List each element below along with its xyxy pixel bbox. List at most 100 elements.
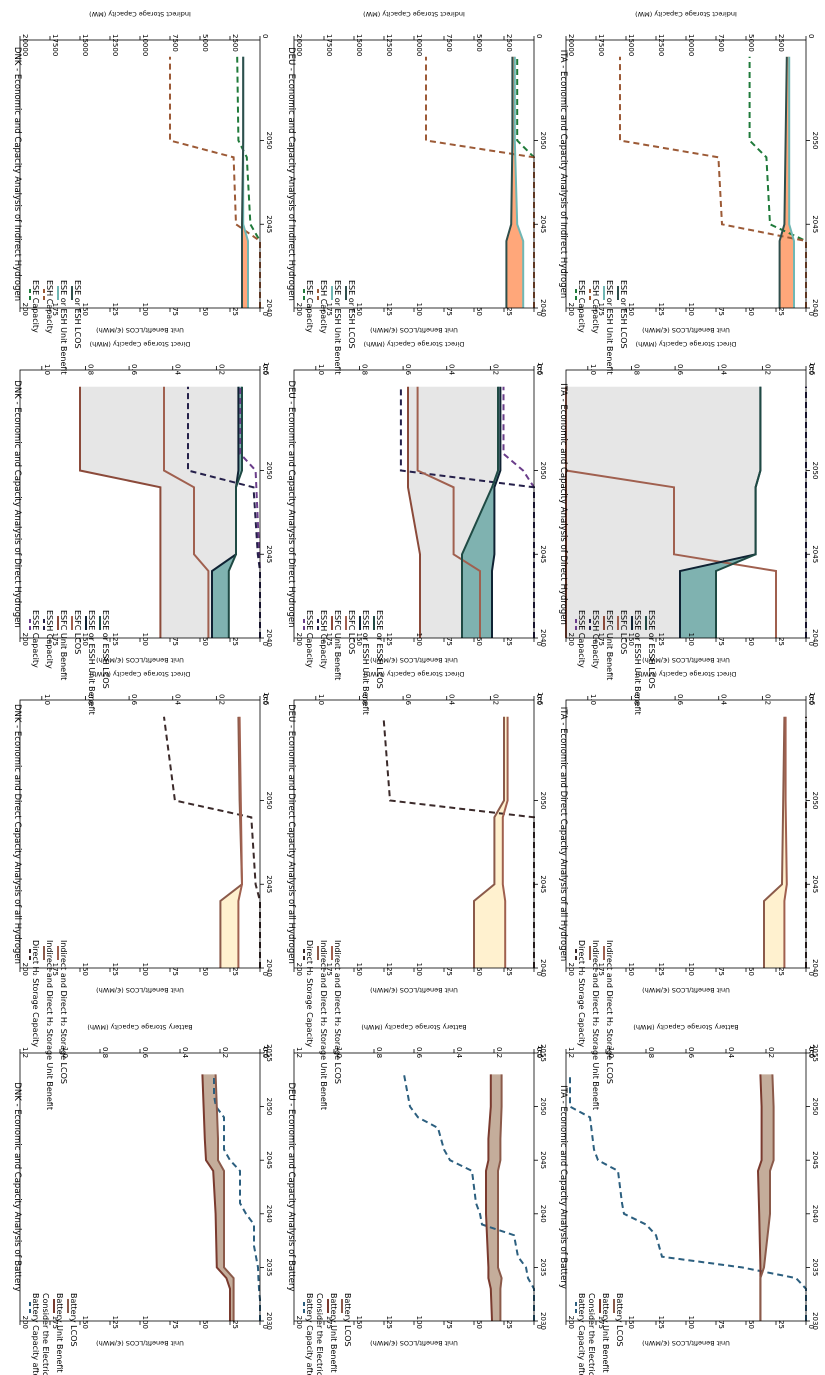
- y-tick-label: 25: [505, 1320, 513, 1329]
- y2-tick-label: 0.6: [141, 1047, 149, 1059]
- y2-offset-text: 1e6: [262, 362, 270, 376]
- x-tick-label: 2045: [265, 215, 273, 233]
- y-tick-label: 175: [597, 1316, 605, 1329]
- series-line-2: [237, 716, 244, 968]
- y2-offset-text: 1e6: [808, 362, 816, 376]
- legend-label: ESE or ESH Unit Benefit: [59, 280, 68, 375]
- axes-frame: [565, 39, 807, 309]
- x-tick-label: 2040: [539, 1205, 547, 1223]
- fill-area: [212, 386, 242, 638]
- y2-tick-label: 0.6: [130, 694, 138, 706]
- y2-tick-label: 1.0: [61, 1047, 69, 1058]
- x-tick-label: 2030: [539, 1312, 547, 1330]
- y-tick-label: 150: [81, 1316, 89, 1329]
- y-tick-label: 100: [141, 963, 149, 976]
- legend-label: ESE or ESH Unit Benefit: [605, 280, 614, 375]
- y-tick-label: 200: [567, 963, 575, 976]
- y2-tick-label: 0.6: [415, 1047, 423, 1059]
- fill-area: [506, 56, 524, 308]
- y2-axis-label: Battery Storage Capacity (MWh): [361, 1023, 466, 1031]
- series-line-0: [748, 56, 807, 308]
- y-tick-label: 75: [717, 637, 725, 646]
- y-tick-label: 175: [51, 963, 59, 976]
- y2-tick-label: 7500: [171, 34, 179, 52]
- legend-label: ESSH Capacity: [591, 610, 600, 669]
- y-tick-label: 125: [111, 963, 119, 976]
- y-tick-label: 100: [687, 963, 695, 976]
- y-tick-label: 175: [325, 633, 333, 646]
- series-line-2: [497, 1074, 503, 1321]
- y2-tick-label: 0.0: [535, 1047, 543, 1058]
- fill-area: [779, 56, 794, 308]
- y-tick-label: 125: [657, 303, 665, 316]
- y2-tick-label: 0.4: [174, 694, 182, 706]
- y-tick-label: 125: [657, 963, 665, 976]
- x-tick-label: 2045: [539, 545, 547, 563]
- x-tick-label: 2055: [265, 1044, 273, 1062]
- y-tick-label: 25: [231, 637, 239, 646]
- y-tick-label: 200: [295, 633, 303, 646]
- y-axis-label: Unit Benefit/LCOS (€/MWh): [642, 986, 730, 994]
- y-tick-label: 0: [535, 972, 543, 976]
- y2-offset-text: 1e6: [808, 692, 816, 706]
- y2-tick-label: 0: [261, 34, 269, 38]
- legend-label: ESE Capacity: [31, 280, 40, 333]
- x-tick-label: 2040: [811, 1205, 819, 1223]
- y-tick-label: 50: [475, 307, 483, 316]
- fill-area: [474, 716, 508, 968]
- y-tick-label: 125: [385, 633, 393, 646]
- y2-tick-label: 1.0: [317, 364, 325, 375]
- y-tick-label: 0: [807, 1325, 815, 1329]
- y2-axis-label: Direct Storage Capacity (MWh): [364, 340, 465, 348]
- x-tick-label: 2050: [811, 1098, 819, 1116]
- series-line-0: [502, 386, 535, 638]
- chart-title: DEU - Economic and Capacity Analysis of …: [286, 380, 296, 627]
- x-tick-label: 2045: [265, 1151, 273, 1169]
- y2-axis-label: Direct Storage Capacity (MWh): [636, 670, 737, 678]
- y-tick-label: 0: [535, 1325, 543, 1329]
- legend-label: ESH Capacity: [319, 280, 328, 334]
- y-tick-label: 150: [627, 1316, 635, 1329]
- y2-tick-label: 0.8: [86, 694, 94, 705]
- y2-tick-label: 1.0: [43, 364, 51, 375]
- y-tick-label: 75: [445, 637, 453, 646]
- legend-label: Consider the Electricity Load: [587, 1293, 596, 1375]
- legend-label: ESE or ESH LCOS: [619, 280, 628, 349]
- series-line-2: [407, 386, 421, 638]
- y2-tick-label: 0.4: [448, 694, 456, 706]
- y-tick-label: 200: [21, 963, 29, 976]
- y-tick-label: 150: [355, 633, 363, 646]
- y-tick-label: 25: [505, 307, 513, 316]
- fill-area: [764, 716, 787, 968]
- chart-title: DNK - Economic and Capacity Analysis of …: [12, 380, 22, 627]
- y-axis-label: Unit Benefit/LCOS (€/MWh): [370, 326, 458, 334]
- legend-label: Direct H₂ Storage Capacity: [305, 940, 314, 1047]
- chart-title: ITA - Economic and Capacity Analysis of …: [558, 50, 568, 299]
- x-tick-label: 2035: [811, 1258, 819, 1276]
- y2-tick-label: 1.0: [317, 694, 325, 705]
- x-tick-label: 2050: [811, 462, 819, 480]
- x-tick-label: 2050: [265, 462, 273, 480]
- y-axis-label: Unit Benefit/LCOS (€/MWh): [96, 1339, 184, 1347]
- series-line-1: [763, 716, 786, 968]
- y-tick-label: 175: [597, 633, 605, 646]
- y-tick-label: 200: [21, 303, 29, 316]
- y-tick-label: 175: [51, 633, 59, 646]
- y-tick-label: 0: [261, 312, 269, 316]
- x-tick-label: 2045: [811, 875, 819, 893]
- y-tick-label: 100: [141, 633, 149, 646]
- series-line-2: [513, 56, 525, 308]
- legend-label: ESSH Capacity: [319, 610, 328, 669]
- legend-label: ESE or ESH Unit Benefit: [333, 280, 342, 375]
- y-axis-label: Unit Benefit/LCOS (€/MWh): [96, 326, 184, 334]
- y2-tick-label: 0.0: [807, 364, 815, 375]
- y-tick-label: 75: [717, 307, 725, 316]
- y2-tick-label: 1.0: [43, 694, 51, 705]
- x-tick-label: 2040: [539, 299, 547, 317]
- y-tick-label: 75: [445, 967, 453, 976]
- legend-label: ESSE or ESSH Unit Benefit: [361, 610, 370, 715]
- y2-axis-label: Battery Storage Capacity (MWh): [633, 1023, 738, 1031]
